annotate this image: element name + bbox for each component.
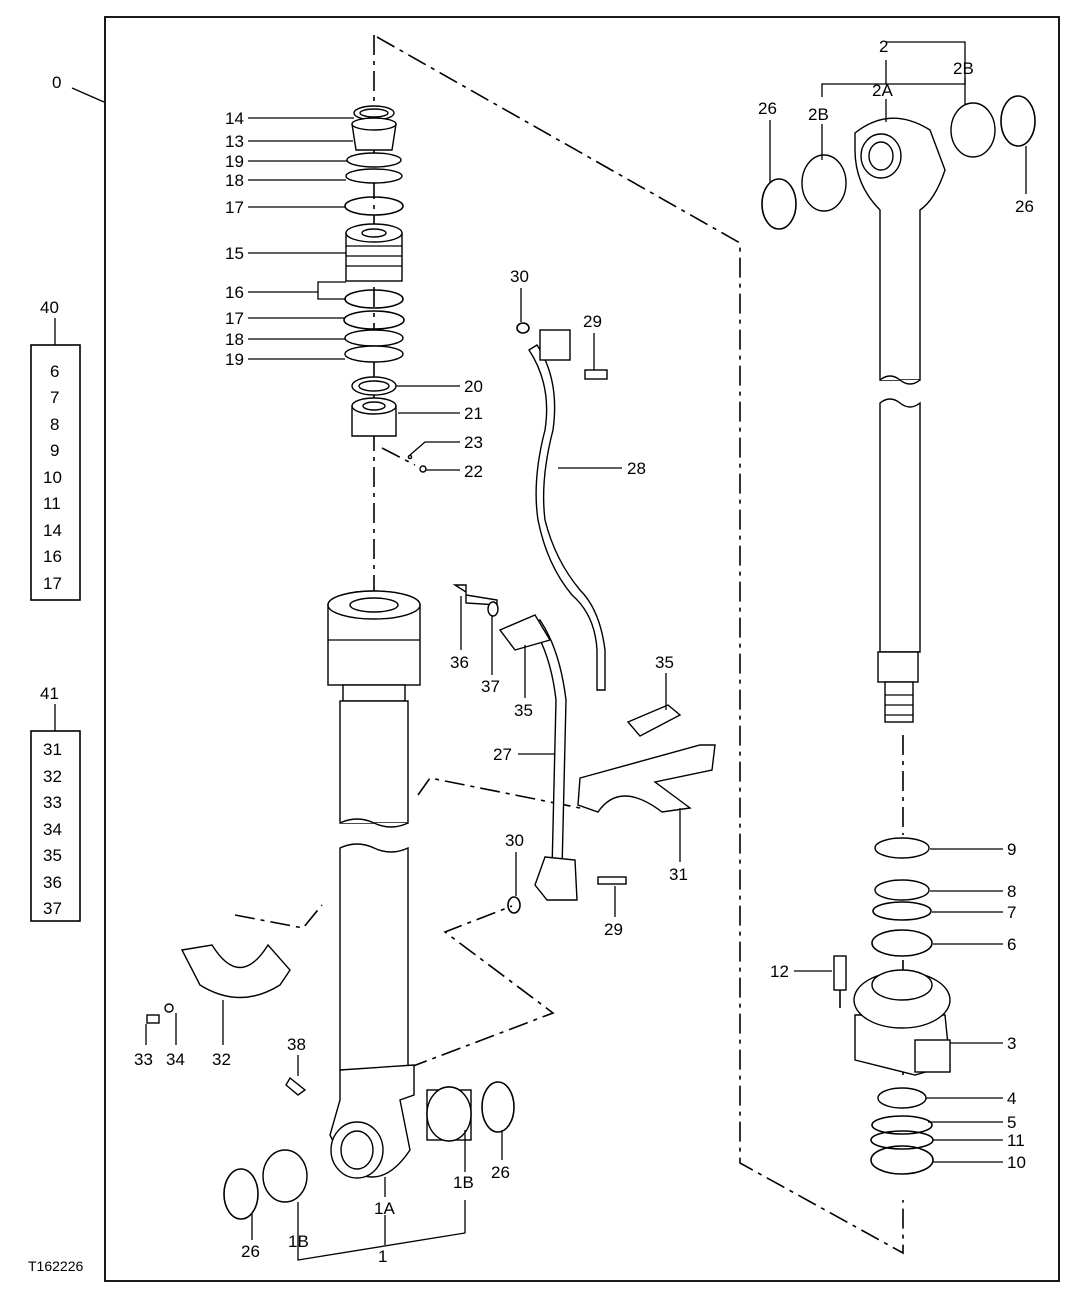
rod-gland-stack [833,837,951,1175]
callout-label: 17 [225,198,244,217]
callout-label: 22 [464,462,483,481]
kit-41-item: 37 [43,899,62,918]
kit-40-item: 14 [43,521,62,540]
callout-label: 2 [879,37,888,56]
kit-40-box [30,344,81,601]
callouts-rod-head: 14 13 19 18 17 15 16 17 18 19 20 21 23 2… [225,109,483,481]
callout-label: 2B [953,59,974,78]
frame-label: 0 [52,73,61,92]
callout-label: 23 [464,433,483,452]
callout-label: 4 [1007,1089,1016,1108]
callout-label: 2A [872,81,893,100]
kit-40-item: 9 [50,441,59,460]
callout-label: 8 [1007,882,1016,901]
callout-label: 15 [225,244,244,263]
kit-40-item: 6 [50,362,59,381]
callout-label: 7 [1007,903,1016,922]
callout-label: 16 [225,283,244,302]
barrel-clamp-32 [146,943,307,1096]
kit-40-item: 8 [50,415,59,434]
callout-label: 1A [374,1199,395,1218]
kit-41-item: 34 [43,820,62,839]
callout-label: 26 [1015,197,1034,216]
callout-label: 11 [1007,1131,1025,1150]
figure-id: T162226 [28,1258,83,1274]
callout-label: 36 [450,653,469,672]
kit-41-label: 41 [40,684,59,703]
kit-41-item: 35 [43,846,62,865]
kit-40-item: 7 [50,388,59,407]
diagram-frame [104,16,1060,1282]
kit-40-item: 17 [43,574,62,593]
callout-label: 31 [669,865,688,884]
callout-label: 13 [225,132,244,151]
barrel-pin-bushings [223,1081,515,1220]
callout-label: 19 [225,350,244,369]
callout-label: 2B [808,105,829,124]
kit-41-item: 32 [43,767,62,786]
kit-41-item: 36 [43,873,62,892]
kit-40-item: 16 [43,547,62,566]
kit-41-box [30,730,81,922]
kit-41-item: 33 [43,793,62,812]
callout-label: 35 [655,653,674,672]
callout-label: 21 [464,404,483,423]
callout-label: 35 [514,701,533,720]
rod-head-stack [343,105,427,473]
callout-label: 18 [225,171,244,190]
callout-label: 10 [1007,1153,1026,1172]
callout-label: 30 [505,831,524,850]
kit-40-item: 11 [43,494,61,513]
hydraulic-tubes [452,322,716,914]
callout-label: 26 [491,1163,510,1182]
callout-label: 30 [510,267,529,286]
callouts-barrel: 1 1A 1B 1B 26 26 38 32 33 34 [134,1000,510,1266]
callout-label: 20 [464,377,483,396]
callout-label: 32 [212,1050,231,1069]
callout-label: 29 [604,920,623,939]
callout-label: 1B [453,1173,474,1192]
callout-label: 26 [241,1242,260,1261]
kit-40: 40 6 7 8 9 10 11 14 16 17 [30,298,81,601]
callout-label: 38 [287,1035,306,1054]
callout-label: 12 [770,962,789,981]
callouts-rod: 2 2A 2B 2B 26 26 9 8 7 6 12 3 4 5 11 10 [758,37,1034,1172]
callout-label: 6 [1007,935,1016,954]
callouts-tube: 30 29 28 36 37 35 35 27 30 29 31 [450,267,688,939]
kit-41: 41 31 32 33 34 35 36 37 [30,684,81,922]
callout-label: 33 [134,1050,153,1069]
callout-label: 19 [225,152,244,171]
kit-41-item: 31 [43,740,62,759]
callout-label: 27 [493,745,512,764]
callout-label: 18 [225,330,244,349]
callout-label: 1 [378,1247,387,1266]
callout-label: 3 [1007,1034,1016,1053]
callout-label: 37 [481,677,500,696]
callout-label: 34 [166,1050,185,1069]
rod-pin-bushings [761,95,1036,230]
piston-rod [854,117,946,723]
callout-label: 1B [288,1232,309,1251]
kit-40-item: 10 [43,468,62,487]
callout-label: 29 [583,312,602,331]
callout-label: 14 [225,109,244,128]
callout-label: 17 [225,309,244,328]
callout-label: 28 [627,459,646,478]
kit-40-label: 40 [40,298,59,317]
callout-label: 9 [1007,840,1016,859]
callout-label: 26 [758,99,777,118]
callout-label: 5 [1007,1113,1016,1132]
cylinder-barrel [327,590,421,1179]
